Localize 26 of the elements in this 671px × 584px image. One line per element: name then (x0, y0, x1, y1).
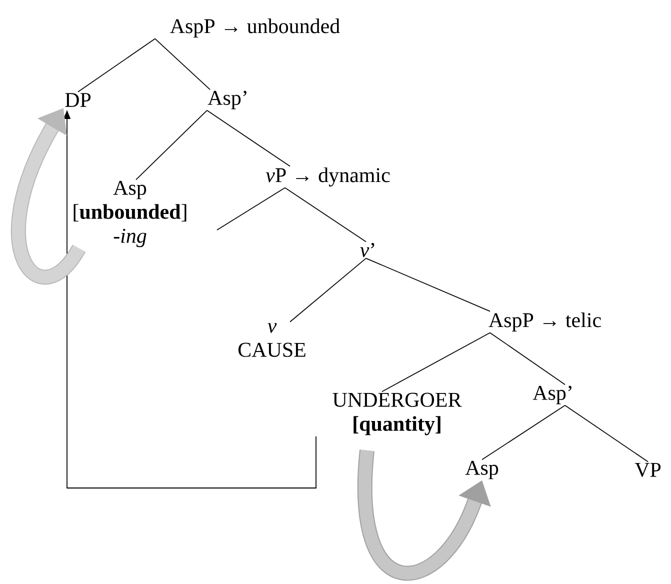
tree-label: v CAUSE (238, 323, 306, 357)
block-arrow (10, 108, 86, 284)
tree-branch (490, 332, 566, 386)
tree-label: vP → dynamic (266, 167, 390, 187)
tree-label: VP (634, 462, 661, 478)
tree-branch (366, 258, 490, 312)
tree-branch (290, 258, 366, 322)
tree-label: DP (65, 93, 91, 107)
tree-label: AspP → unbounded (170, 18, 340, 38)
tree-label: Asp (465, 460, 498, 480)
tree-branch (382, 332, 490, 392)
tree-branch (216, 187, 286, 230)
tree-label: Asp’ (208, 90, 246, 110)
tree-label: AspP → telic (488, 312, 601, 332)
tree-label: UNDERGOER [quantity] (332, 392, 462, 436)
tree-label: v ’ (360, 242, 374, 258)
tree-branch (154, 38, 210, 90)
tree-branch (78, 38, 156, 92)
block-arrow (357, 450, 491, 580)
tree-branch (482, 404, 566, 460)
tree-branch (564, 404, 648, 462)
tree-label: Asp’ (532, 386, 572, 404)
tree-branch (284, 187, 366, 242)
tree-label: Asp [unbounded] -ing (74, 180, 186, 248)
tree-branch (136, 110, 208, 180)
tree-branch (206, 110, 290, 167)
